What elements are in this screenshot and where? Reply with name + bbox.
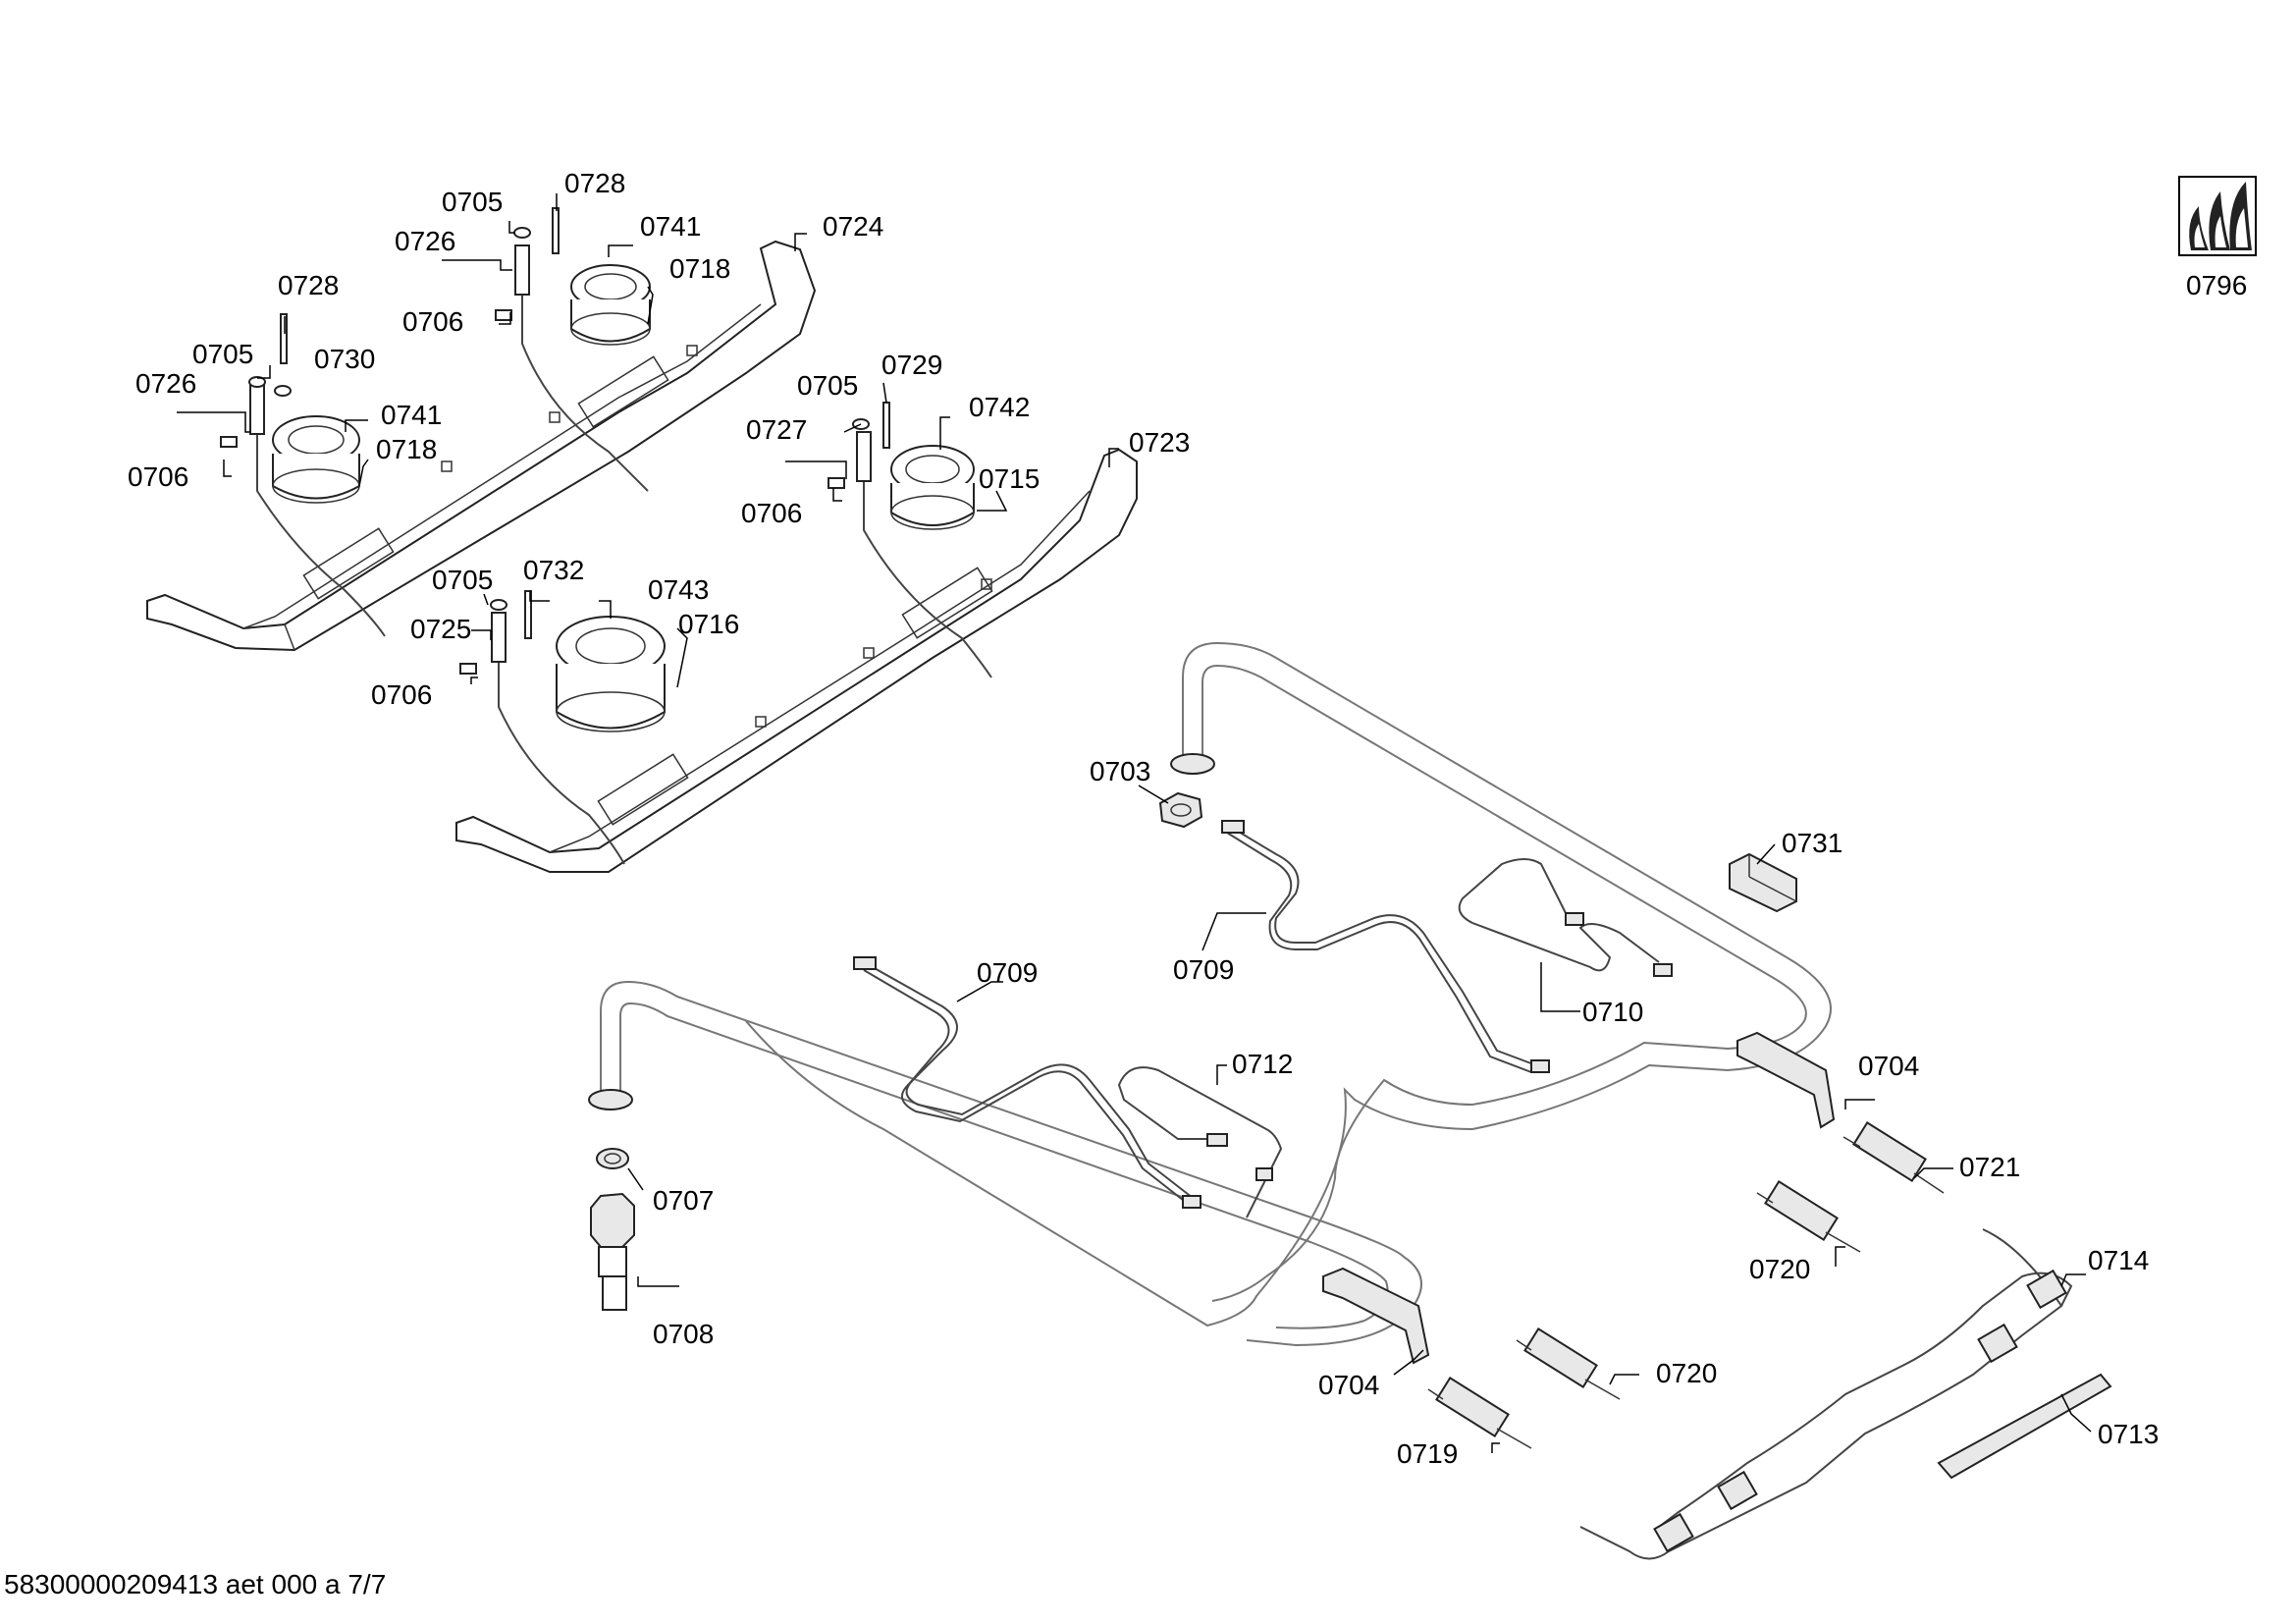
bracket-0704-right [1736, 1031, 1836, 1129]
label-0719: 0719 [1397, 1438, 1458, 1469]
bracket-0731 [1729, 852, 1797, 913]
label-0706: 0706 [128, 461, 188, 492]
label-0728: 0728 [564, 168, 625, 198]
label-0723: 0723 [1129, 427, 1190, 458]
label-0720: 0720 [1749, 1254, 1810, 1284]
strip-0713 [1937, 1373, 2112, 1480]
label-0730: 0730 [314, 344, 375, 374]
label-0728: 0728 [278, 270, 339, 300]
gas-valve-0721 [1842, 1121, 1945, 1194]
document-code: 58300000209413 aet 000 a 7/7 [4, 1569, 387, 1599]
label-0724: 0724 [823, 211, 883, 242]
label-0741: 0741 [381, 400, 442, 430]
label-0715: 0715 [979, 463, 1040, 494]
label-0704: 0704 [1858, 1051, 1919, 1081]
washer-0707 [596, 1148, 629, 1169]
label-0707: 0707 [653, 1185, 714, 1216]
callout-labels: 0705 0728 0726 0741 0718 0706 0724 0728 … [128, 168, 2247, 1469]
burner-rail-0724 [146, 240, 817, 652]
gas-manifold-pipe [588, 641, 1832, 1347]
burner-cup-0742 [890, 445, 975, 530]
label-0709: 0709 [977, 957, 1038, 988]
burner-cup-0743 [556, 616, 666, 732]
gas-valve-0719 [1427, 1377, 1532, 1449]
label-0718: 0718 [669, 253, 730, 284]
gas-valve-0720-right [1756, 1180, 1861, 1253]
burner-cup-0741-upper [570, 264, 651, 346]
gas-tube-0710 [1458, 858, 1673, 977]
label-0713: 0713 [2098, 1419, 2159, 1449]
label-0712: 0712 [1232, 1049, 1293, 1079]
burner-cup-0741-lower [272, 415, 360, 504]
gas-flame-symbol-icon [2178, 176, 2257, 256]
label-0714: 0714 [2088, 1245, 2149, 1275]
label-0741: 0741 [640, 211, 701, 242]
label-0718: 0718 [376, 434, 437, 464]
connector-0708 [590, 1192, 635, 1311]
label-0716: 0716 [678, 609, 739, 639]
nut-0703 [1158, 791, 1203, 829]
label-0796: 0796 [2186, 270, 2247, 300]
label-0705: 0705 [442, 187, 503, 217]
label-0706: 0706 [741, 498, 802, 528]
label-0705: 0705 [192, 339, 253, 369]
label-0726: 0726 [395, 226, 455, 256]
label-0710: 0710 [1582, 997, 1643, 1027]
label-0706: 0706 [402, 306, 463, 337]
gas-tube-0712 [1117, 1066, 1283, 1218]
label-0708: 0708 [653, 1319, 714, 1349]
label-0706: 0706 [371, 679, 432, 710]
label-0705: 0705 [797, 370, 858, 401]
label-0729: 0729 [881, 350, 942, 380]
label-0705: 0705 [432, 565, 493, 595]
label-0742: 0742 [969, 392, 1030, 422]
ignition-harness-0714 [1579, 1228, 2073, 1560]
label-0731: 0731 [1782, 828, 1842, 858]
gas-tube-0709-left [853, 956, 1201, 1209]
burner-rail-0723 [455, 448, 1138, 873]
label-0743: 0743 [648, 574, 709, 605]
bracket-0704-left [1322, 1267, 1430, 1365]
gas-tube-0709-right [1221, 820, 1550, 1073]
label-0726: 0726 [135, 368, 196, 399]
leader-lines [177, 193, 2092, 1453]
washers-and-clips [220, 227, 870, 675]
label-0727: 0727 [746, 414, 807, 445]
label-0703: 0703 [1090, 756, 1150, 786]
label-0709: 0709 [1173, 954, 1234, 985]
label-0720: 0720 [1656, 1358, 1717, 1388]
label-0721: 0721 [1959, 1152, 2020, 1182]
gas-valve-0720-left [1516, 1327, 1621, 1400]
label-0725: 0725 [410, 614, 471, 644]
label-0704: 0704 [1318, 1370, 1379, 1400]
label-0732: 0732 [523, 555, 584, 585]
